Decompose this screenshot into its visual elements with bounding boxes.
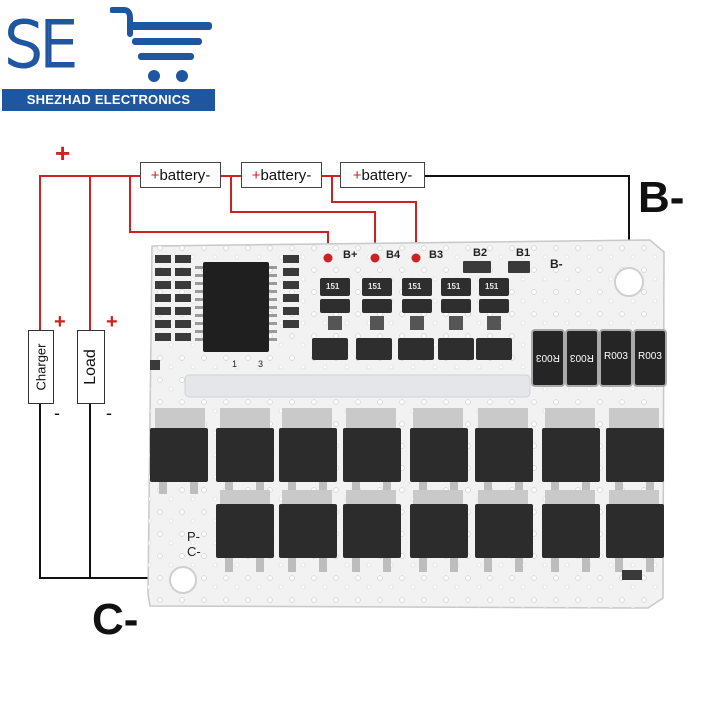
load-minus-sign: - — [106, 403, 112, 423]
battery-plus: + — [150, 167, 160, 184]
b-minus-label: B- — [638, 173, 685, 222]
shunt-resistors — [531, 329, 667, 387]
charger-box: Charger — [28, 330, 54, 404]
brand-name: SHEZHAD ELECTRONICS — [2, 89, 215, 111]
ic-pin-mark: 3 — [258, 359, 264, 369]
battery-label: battery — [159, 167, 206, 184]
b3-tap — [331, 176, 417, 256]
charger-plus-sign: + — [54, 311, 66, 333]
battery-plus: + — [251, 167, 261, 184]
b4-tap — [230, 176, 376, 256]
pad-b3 — [411, 253, 421, 263]
battery-minus: - — [407, 167, 413, 184]
smd-code: 151 — [485, 282, 499, 291]
pad-b4 — [370, 253, 380, 263]
battery-plus: + — [352, 167, 362, 184]
b-minus-mounting-hole — [614, 267, 644, 297]
battery-minus: - — [205, 167, 211, 184]
smd-code: 151 — [447, 282, 461, 291]
controller-ic — [195, 262, 277, 352]
battery-cell-2: +battery- — [241, 162, 322, 188]
mosfet-row-top — [150, 408, 664, 494]
ic-pin-mark: 1 — [232, 359, 238, 369]
pad-label-b2: B2 — [473, 247, 488, 259]
smd-code: 151 — [368, 282, 382, 291]
mosfet-row-bottom — [216, 490, 664, 580]
pad-label-b1: B1 — [516, 247, 531, 259]
pad-label-b-plus: B+ — [343, 249, 358, 261]
board-c-minus-label: C- — [187, 544, 201, 559]
battery-cell-3: +battery- — [340, 162, 425, 188]
load-box: Load — [77, 330, 105, 404]
load-plus-sign: + — [106, 311, 118, 333]
charger-positive-wire — [39, 175, 140, 330]
charger-minus-sign: - — [54, 403, 60, 423]
resistor-code: R003 — [536, 352, 560, 363]
pad-label-b3: B3 — [429, 249, 444, 261]
board-b-minus-label: B- — [550, 257, 563, 271]
pad-label-b4: B4 — [386, 249, 401, 261]
resistor-code: R003 — [570, 352, 594, 363]
logo-letters: SE — [3, 8, 80, 81]
cart-icon — [110, 7, 212, 82]
resistor-code: R003 — [604, 351, 628, 362]
battery-label: battery — [361, 167, 408, 184]
resistor-code: R003 — [638, 351, 662, 362]
charger-negative-wire — [39, 404, 183, 579]
plus-sign-top: + — [55, 138, 71, 168]
battery-cell-1: +battery- — [140, 162, 221, 188]
board-p-minus-label: P- — [187, 529, 200, 544]
battery-minus: - — [306, 167, 312, 184]
c-minus-mounting-hole — [169, 566, 197, 594]
smd-code: 151 — [408, 282, 422, 291]
smd-code: 151 — [326, 282, 340, 291]
c-minus-label: C- — [92, 595, 139, 644]
battery-label: battery — [260, 167, 307, 184]
pad-b-plus — [323, 253, 333, 263]
